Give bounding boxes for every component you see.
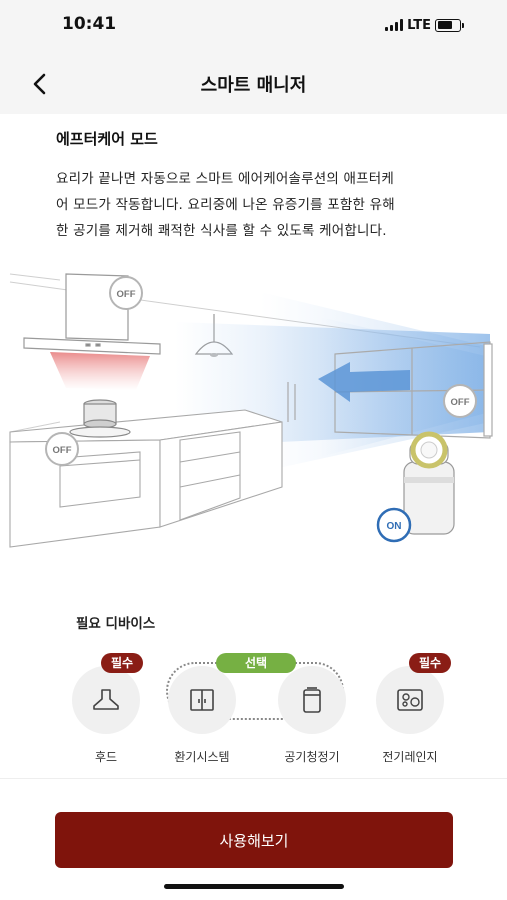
home-indicator[interactable]	[164, 884, 344, 889]
battery-icon	[435, 18, 464, 32]
device-label: 공기청정기	[284, 750, 340, 764]
description-line: 요리가 끝나면 자동으로 스마트 에어케어솔루션의 애프터케	[56, 171, 394, 187]
kitchen-illustration: OFF OFF OFF ON	[9, 273, 493, 548]
signal-icon	[385, 19, 404, 31]
hood-state: OFF	[117, 289, 136, 300]
device-label: 후드	[94, 750, 118, 764]
optional-badge: 선택	[216, 653, 296, 673]
required-badge: 필수	[409, 653, 452, 673]
cooking-pot	[69, 399, 131, 438]
device-ventilation[interactable]: 환기시스템	[162, 666, 242, 766]
device-hood[interactable]: 후드	[66, 666, 146, 766]
device-icon-circle	[72, 666, 140, 734]
device-label: 전기레인지	[382, 750, 438, 764]
kitchen-counter	[9, 409, 283, 548]
device-air-purifier[interactable]: 공기청정기	[272, 666, 352, 766]
cooking-fumes	[50, 352, 150, 390]
mode-title: 에프터케어 모드	[56, 130, 158, 148]
ventilation-state: OFF	[451, 397, 470, 408]
device-icon-circle	[278, 666, 346, 734]
range-hood-icon	[93, 689, 119, 710]
cooktop-state: OFF	[53, 445, 72, 456]
ventilation-icon	[190, 689, 214, 711]
cooktop-icon	[397, 689, 423, 711]
nav-bar: 스마트 매니저	[0, 54, 507, 114]
status-indicators: LTE	[385, 16, 464, 34]
air-purifier-icon	[303, 687, 321, 713]
ventilation-panel	[287, 341, 493, 439]
hood-state-bubble: OFF	[109, 276, 143, 310]
device-cooktop[interactable]: 전기레인지	[370, 666, 450, 766]
ventilation-state-bubble: OFF	[443, 384, 477, 418]
back-button[interactable]	[22, 66, 58, 102]
device-icon-circle	[376, 666, 444, 734]
network-label: LTE	[407, 17, 431, 33]
device-label: 환기시스템	[174, 750, 230, 764]
purifier-state: ON	[387, 521, 402, 532]
mode-description: 요리가 끝나면 자동으로 스마트 에어케어솔루션의 애프터케 어 모드가 작동합…	[56, 166, 466, 244]
air-purifier-device	[403, 431, 455, 535]
divider	[0, 778, 507, 779]
device-icon-circle	[168, 666, 236, 734]
status-bar: 10:41 LTE	[0, 0, 507, 54]
required-badge: 필수	[101, 653, 144, 673]
status-time: 10:41	[62, 14, 117, 34]
cooktop-state-bubble: OFF	[45, 432, 79, 466]
devices-title: 필요 디바이스	[76, 616, 156, 632]
page-title: 스마트 매니저	[200, 75, 307, 96]
description-line: 어 모드가 작동합니다. 요리중에 나온 유증기를 포함한 유해	[56, 197, 395, 213]
chevron-left-icon	[33, 73, 46, 95]
try-it-button[interactable]: 사용해보기	[55, 812, 453, 868]
purifier-state-bubble: ON	[376, 507, 412, 543]
airflow-arrow	[318, 362, 410, 402]
description-line: 한 공기를 제거해 쾌적한 식사를 할 수 있도록 케어합니다.	[56, 223, 387, 239]
